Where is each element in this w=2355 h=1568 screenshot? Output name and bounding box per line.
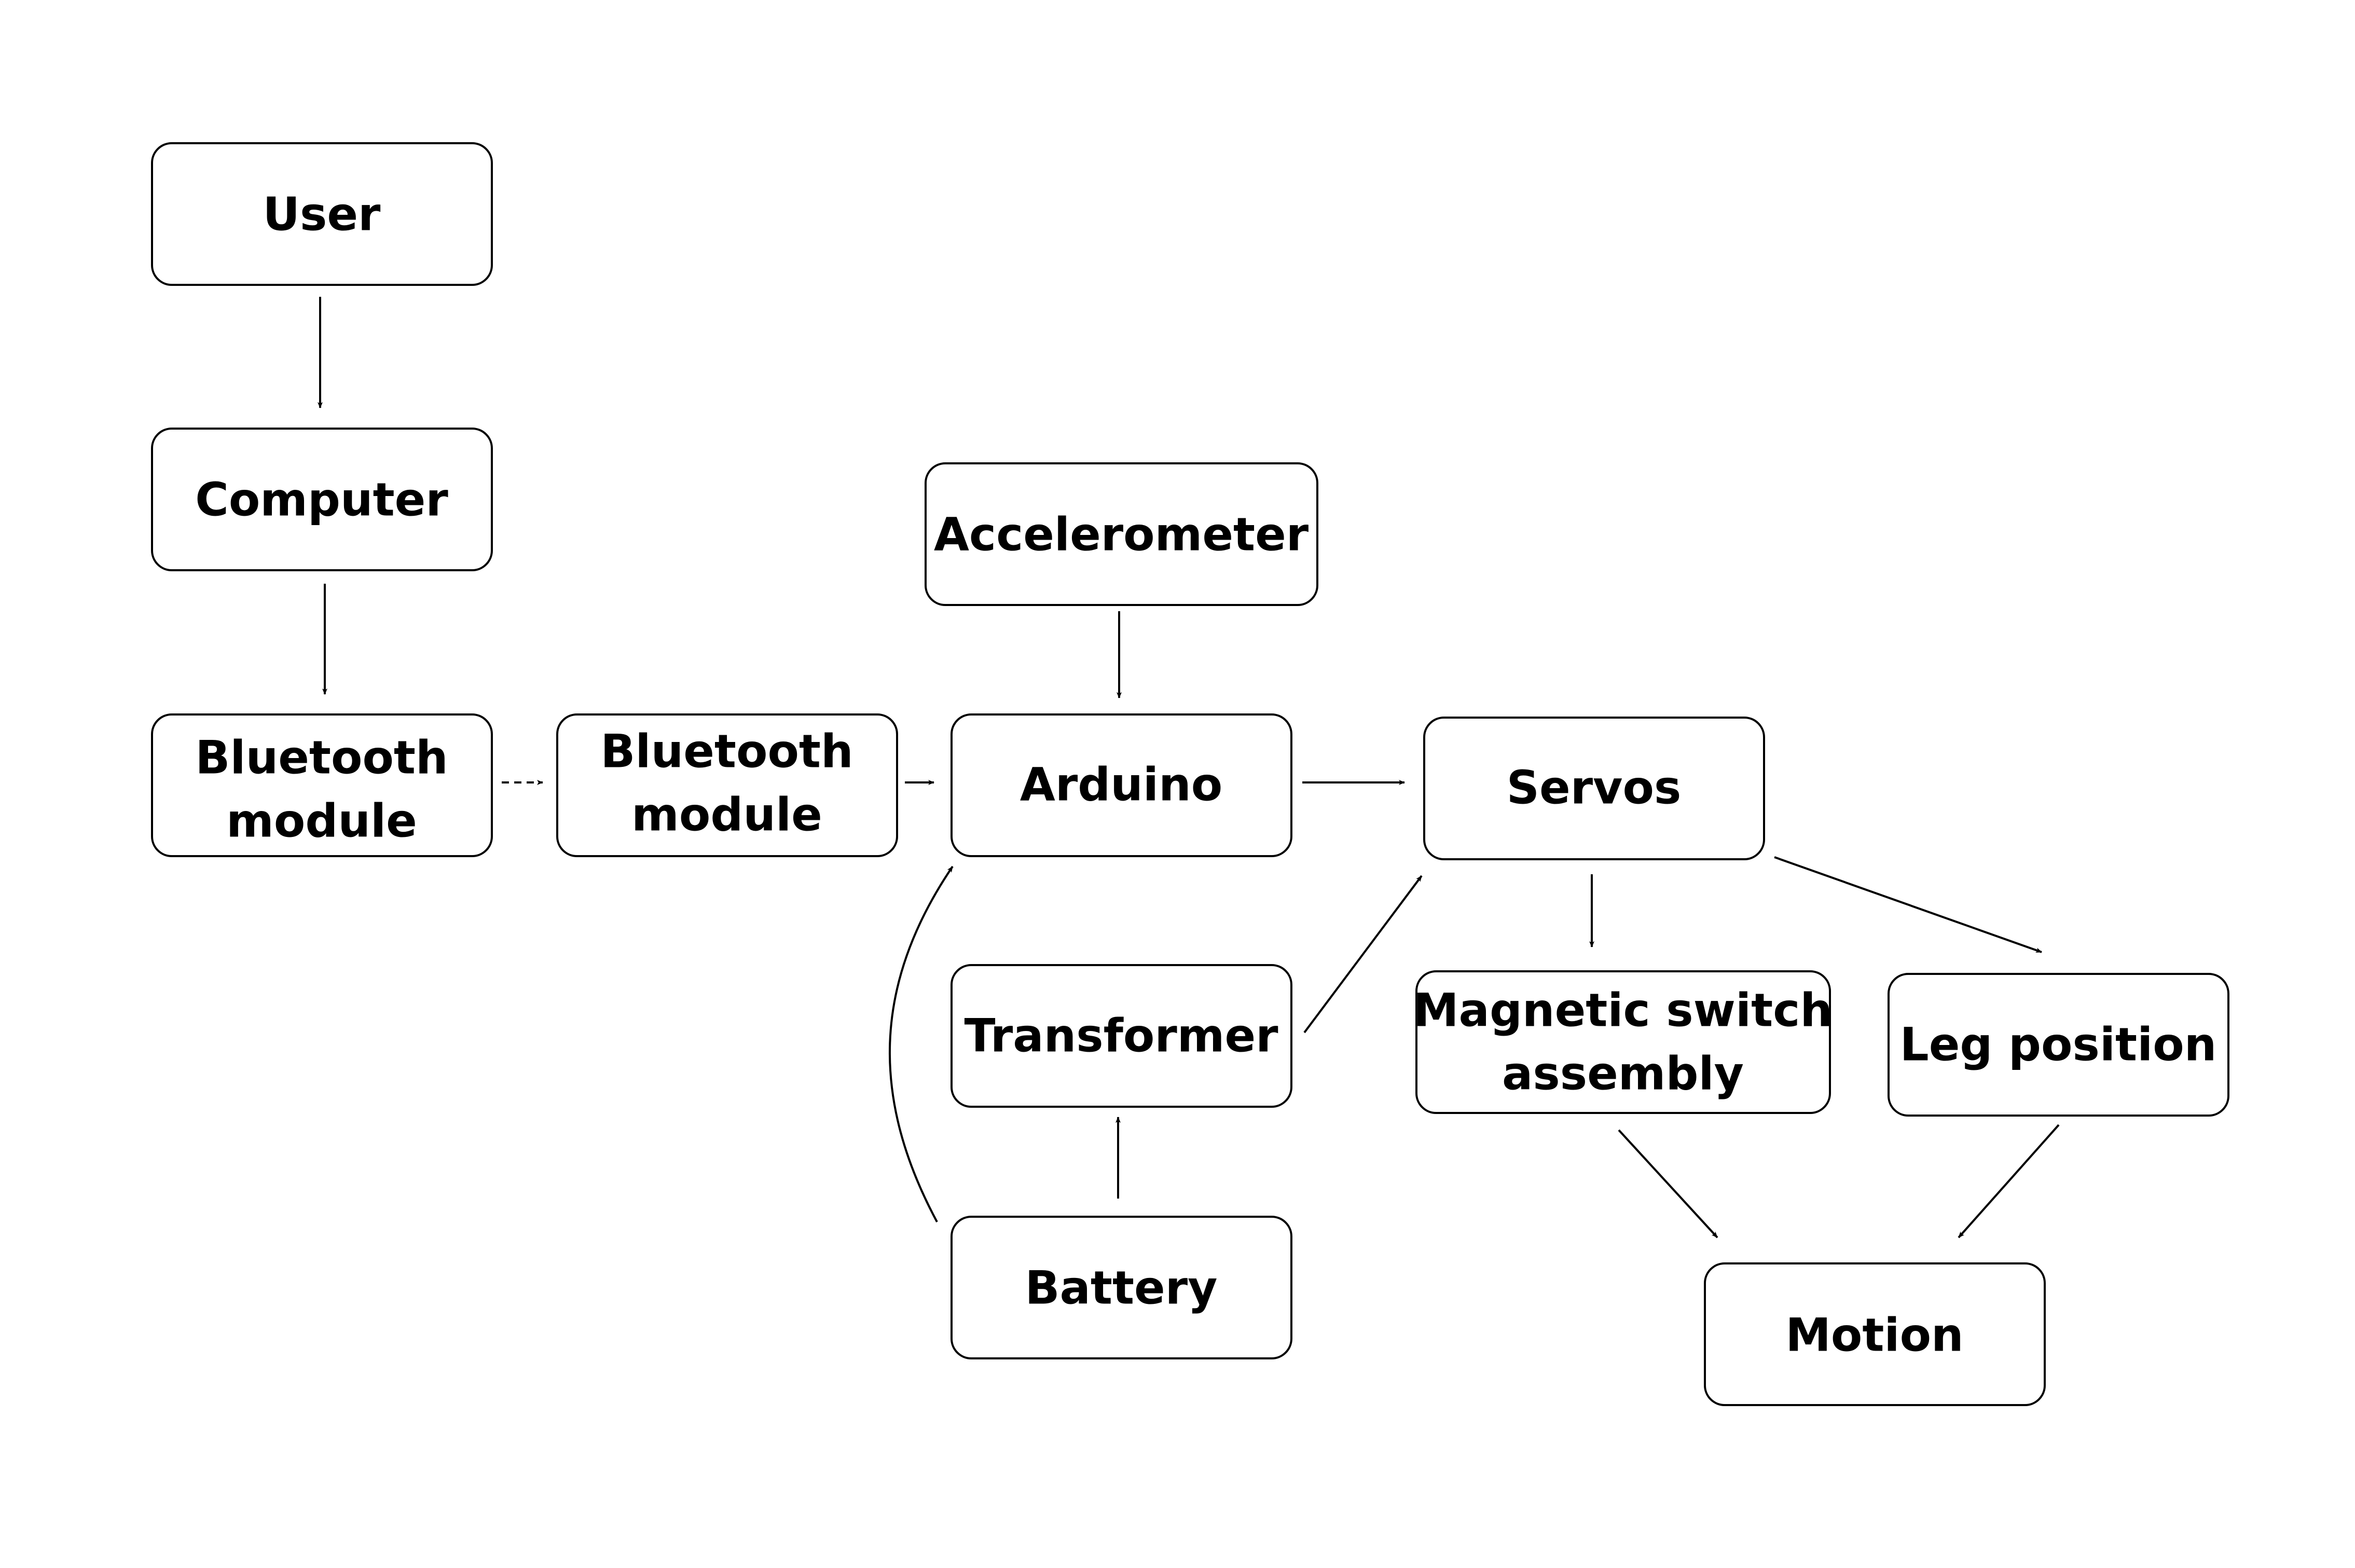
node-arduino-label: Arduino: [1020, 758, 1222, 811]
node-leg-position: Leg position: [1888, 973, 2229, 1117]
node-bluetooth-module-2-label-line1: Bluetooth: [600, 725, 853, 778]
node-accelerometer: Accelerometer: [925, 462, 1318, 606]
node-motion-label: Motion: [1785, 1309, 1963, 1362]
edge-leg-position-to-motion: [1958, 1124, 2060, 1239]
node-servos: Servos: [1423, 717, 1765, 860]
node-bluetooth-module-2-label-line2: module: [631, 788, 822, 842]
node-magnetic-switch-label-line1: Magnetic switch: [1413, 984, 1833, 1037]
node-servos-label: Servos: [1507, 761, 1682, 815]
node-motion: Motion: [1704, 1262, 2046, 1406]
node-magnetic-switch-label-line2: assembly: [1502, 1047, 1744, 1101]
node-bluetooth-module-1: Bluetooth module: [151, 713, 493, 857]
node-accelerometer-label: Accelerometer: [934, 508, 1309, 561]
node-transformer: Transformer: [951, 964, 1292, 1108]
node-computer-label: Computer: [195, 473, 448, 527]
edge-magnetic-switch-to-motion: [1618, 1129, 1718, 1239]
edge-servos-to-leg-position: [1774, 856, 2042, 953]
node-battery: Battery: [951, 1216, 1292, 1359]
node-bluetooth-module-1-label-line2: module: [226, 794, 417, 848]
nodes: User Computer Bluetooth module Bluetooth…: [151, 142, 2229, 1406]
edge-battery-to-arduino: [888, 865, 954, 1222]
edge-transformer-to-servos: [1303, 875, 1423, 1034]
node-transformer-label: Transformer: [964, 1009, 1278, 1063]
node-computer: Computer: [151, 428, 493, 571]
node-user: User: [151, 142, 493, 286]
node-bluetooth-module-1-label-line1: Bluetooth: [195, 731, 448, 785]
node-battery-label: Battery: [1025, 1261, 1217, 1315]
node-leg-position-label: Leg position: [1900, 1018, 2217, 1071]
edges: [318, 297, 2060, 1239]
node-user-label: User: [263, 188, 381, 241]
node-arduino: Arduino: [951, 713, 1292, 857]
node-magnetic-switch-assembly: Magnetic switch assembly: [1413, 970, 1833, 1114]
node-bluetooth-module-2: Bluetooth module: [556, 713, 898, 857]
